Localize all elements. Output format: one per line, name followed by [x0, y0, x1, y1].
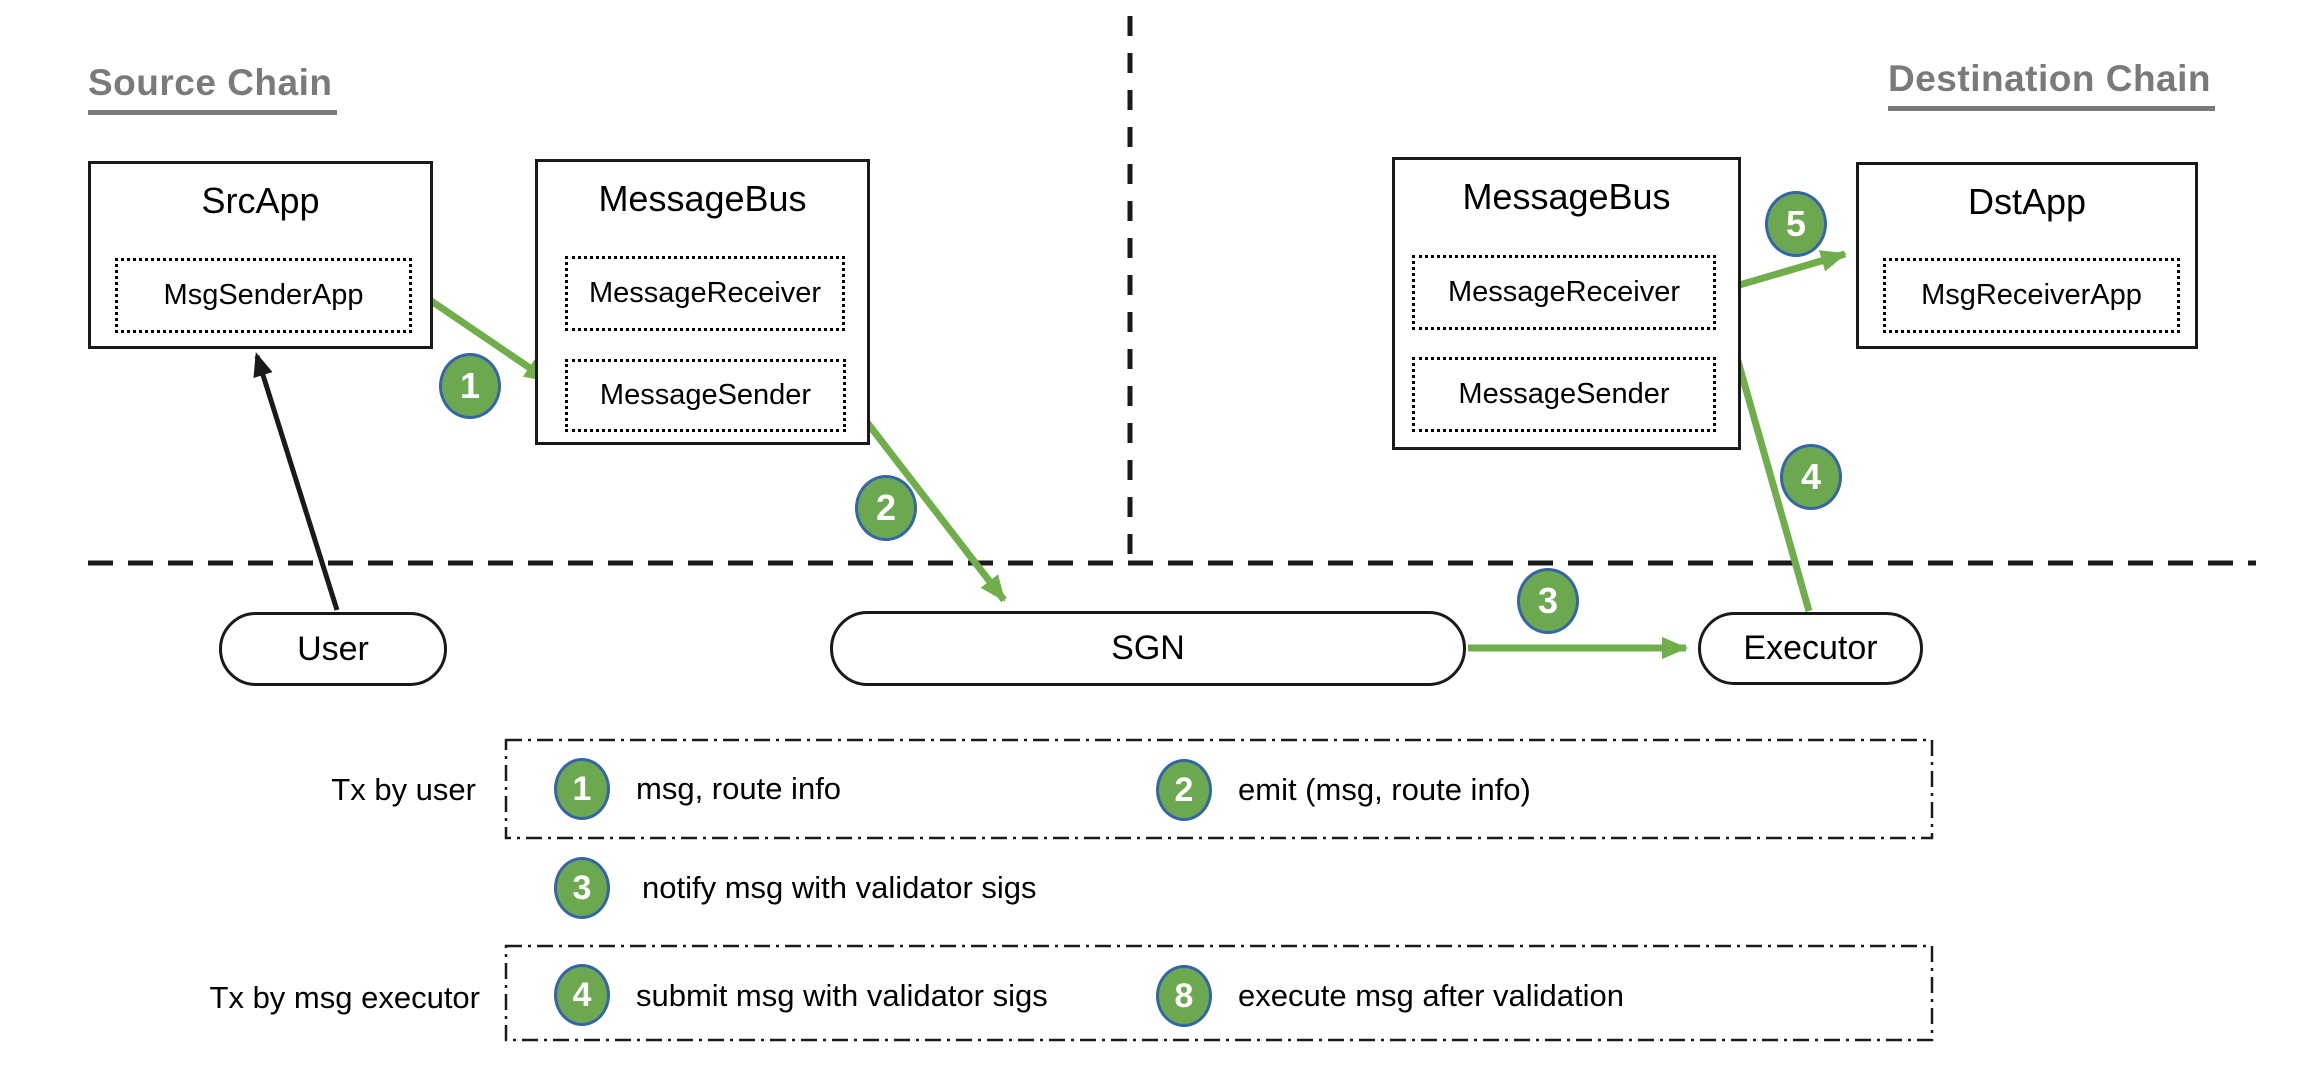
messagesender-left-box: MessageSender — [565, 359, 846, 432]
legend-text-8: execute msg after validation — [1238, 978, 1624, 1013]
dstapp-box: DstApp MsgReceiverApp — [1856, 162, 2198, 349]
flow-badge-5: 5 — [1765, 191, 1827, 257]
sgn-pill: SGN — [830, 611, 1466, 686]
dstapp-title: DstApp — [1967, 181, 2087, 222]
legend-badge-4: 4 — [554, 964, 610, 1026]
srcapp-title: SrcApp — [201, 180, 320, 221]
legend-text-1: msg, route info — [636, 771, 842, 806]
messagebus-left-title: MessageBus — [598, 178, 807, 219]
legend-label-tx-executor: Tx by msg executor — [209, 980, 480, 1015]
destination-chain-heading: Destination Chain — [1888, 58, 2216, 111]
arrow-user-to-srcapp — [253, 352, 340, 611]
msgreceiverapp-box: MsgReceiverApp — [1883, 258, 2180, 333]
legend-text-2: emit (msg, route info) — [1238, 772, 1531, 807]
messagereceiver-right-box: MessageReceiver — [1412, 255, 1716, 330]
messagebus-left-box: MessageBus MessageReceiver MessageSender — [535, 159, 870, 445]
msgsenderapp-box: MsgSenderApp — [115, 258, 412, 333]
flow-badge-2: 2 — [855, 475, 917, 541]
legend-text-4: submit msg with validator sigs — [636, 978, 1048, 1013]
flow-badge-4: 4 — [1780, 444, 1842, 510]
legend-badge-1: 1 — [554, 758, 610, 820]
executor-pill: Executor — [1698, 612, 1923, 685]
legend-badge-3: 3 — [554, 857, 610, 919]
messagesender-right-box: MessageSender — [1412, 357, 1716, 432]
messagebus-right-box: MessageBus MessageReceiver MessageSender — [1392, 157, 1741, 450]
flow-badge-1: 1 — [439, 353, 501, 419]
messagebus-right-title: MessageBus — [1462, 176, 1671, 217]
user-pill: User — [219, 612, 447, 686]
legend-text-3: notify msg with validator sigs — [642, 870, 1037, 905]
source-chain-heading: Source Chain — [88, 62, 337, 115]
messagereceiver-left-box: MessageReceiver — [565, 256, 845, 331]
flow-badge-3: 3 — [1517, 568, 1579, 634]
legend-badge-8: 8 — [1156, 965, 1212, 1027]
legend-badge-2: 2 — [1156, 759, 1212, 821]
legend-label-tx-user: Tx by user — [331, 772, 476, 807]
srcapp-box: SrcApp MsgSenderApp — [88, 161, 433, 349]
